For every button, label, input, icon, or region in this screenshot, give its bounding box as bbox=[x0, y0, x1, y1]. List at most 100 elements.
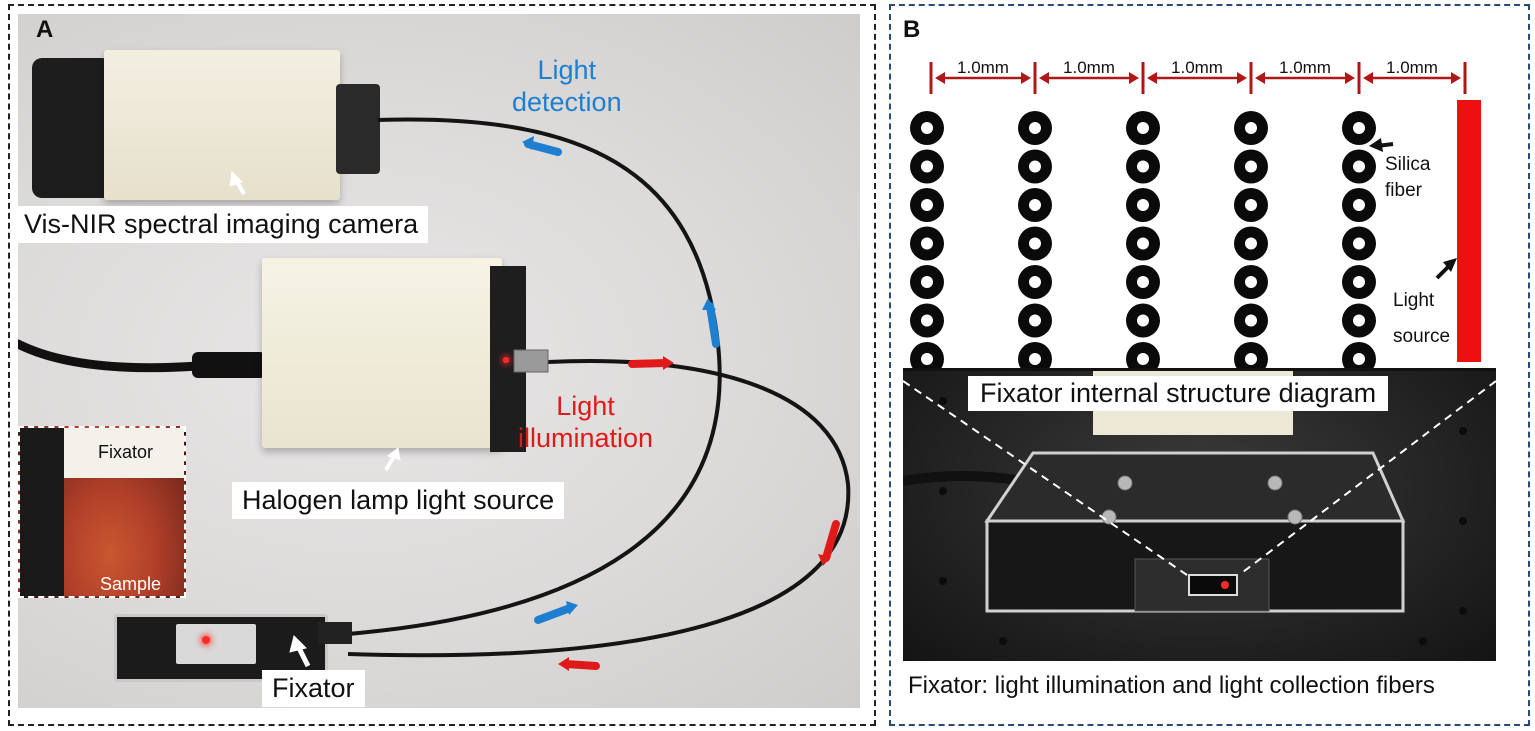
detection-arrows bbox=[522, 136, 720, 624]
dimension-arrowhead bbox=[1363, 72, 1373, 84]
fiber-core bbox=[1245, 237, 1257, 250]
dimension-label: 1.0mm bbox=[1171, 58, 1223, 77]
camera-body bbox=[104, 50, 340, 200]
fixator-window bbox=[176, 624, 256, 664]
fixator-photo-drawing bbox=[903, 371, 1496, 645]
panel-a-frame bbox=[8, 4, 876, 726]
fiber-core bbox=[1137, 122, 1149, 134]
fiber-core bbox=[1353, 276, 1365, 288]
illumination-arrows bbox=[558, 356, 840, 671]
fiber-core bbox=[1353, 353, 1365, 365]
fiber-core bbox=[1353, 160, 1365, 173]
lamp-body bbox=[262, 258, 502, 448]
camera-label: Vis-NIR spectral imaging camera bbox=[18, 206, 429, 243]
dimension-label-bg bbox=[1063, 62, 1115, 76]
light-illumination-label: Light illumination bbox=[518, 390, 653, 454]
dimension-label-bg bbox=[1171, 62, 1223, 76]
fiber-core bbox=[1245, 199, 1257, 211]
annotation-arrows bbox=[1369, 138, 1457, 280]
fiber-core bbox=[921, 160, 933, 173]
panel-b-letter: B bbox=[903, 16, 921, 43]
fiber-core bbox=[1137, 276, 1149, 288]
fiber-core bbox=[1137, 199, 1149, 211]
dimension-arrowhead bbox=[1237, 72, 1247, 84]
guide-lines bbox=[903, 380, 1496, 576]
fiber-core bbox=[1029, 353, 1041, 365]
panel-b-frame bbox=[889, 4, 1530, 726]
fixator-photo bbox=[903, 371, 1496, 661]
silica-label-line2: fiber bbox=[1385, 180, 1423, 201]
fiber-structure-diagram: 1.0mm 1.0mm 1.0mm 1.0mm 1.0mm Silica fiber L… bbox=[910, 58, 1481, 368]
camera-connector bbox=[336, 84, 380, 174]
dimension-arrowhead bbox=[1345, 72, 1355, 84]
dimension-markers: 1.0mm 1.0mm 1.0mm 1.0mm 1.0mm bbox=[929, 58, 1467, 94]
dimension-label: 1.0mm bbox=[1386, 58, 1438, 77]
dimension-arrowhead bbox=[1129, 72, 1139, 84]
fiber-core bbox=[1137, 353, 1149, 365]
fiber-core bbox=[1353, 122, 1365, 134]
fiber-columns bbox=[910, 111, 1376, 368]
pointer-arrows bbox=[229, 170, 401, 668]
fiber-core bbox=[1353, 237, 1365, 250]
light-detection-line2: detection bbox=[512, 87, 622, 117]
inset-sample-label: Sample bbox=[100, 574, 162, 594]
sample-inset: Fixator Sample bbox=[18, 426, 186, 598]
fiber-core bbox=[921, 314, 933, 327]
fixator-caption: Fixator: light illumination and light co… bbox=[908, 672, 1435, 699]
camera-lens bbox=[32, 58, 112, 198]
diagram-divider bbox=[903, 368, 1496, 371]
panel-a-letter: A bbox=[36, 16, 54, 43]
fiber-core bbox=[1029, 122, 1041, 134]
fiber-core bbox=[1137, 237, 1149, 250]
fiber-core bbox=[1245, 276, 1257, 288]
source-label-line1: Light bbox=[1393, 290, 1435, 311]
dimension-arrowhead bbox=[1147, 72, 1157, 84]
lamp-light-dot bbox=[503, 357, 509, 363]
dimension-arrowhead bbox=[1255, 72, 1265, 84]
dimension-arrowhead bbox=[1039, 72, 1049, 84]
fiber-cables bbox=[18, 117, 851, 671]
silica-label-line1: Silica bbox=[1385, 154, 1431, 175]
fiber-core bbox=[921, 237, 933, 250]
dimension-arrowhead bbox=[935, 72, 945, 84]
dimension-label-bg bbox=[1279, 62, 1331, 76]
fiber-core bbox=[921, 276, 933, 288]
inset-fixator-label: Fixator bbox=[98, 442, 154, 462]
dimension-label: 1.0mm bbox=[1279, 58, 1331, 77]
fiber-core bbox=[921, 353, 933, 365]
inset-fixator bbox=[64, 428, 184, 478]
fiber-core bbox=[1029, 199, 1041, 211]
dimension-label-bg bbox=[1386, 62, 1438, 76]
fixator-light-dot bbox=[202, 636, 210, 644]
fiber-core bbox=[1137, 314, 1149, 327]
fiber-core bbox=[921, 122, 933, 134]
fiber-core bbox=[1029, 160, 1041, 173]
setup-photo: Fixator Sample Vis-NIR spectral imaging … bbox=[18, 14, 860, 708]
dimension-label-bg bbox=[957, 62, 1009, 76]
dimension-arrowhead bbox=[1451, 72, 1461, 84]
light-detection-label: Light detection bbox=[512, 54, 622, 118]
light-detection-line1: Light bbox=[537, 55, 597, 85]
source-label-line2: source bbox=[1393, 326, 1450, 347]
fiber-core bbox=[1029, 314, 1041, 327]
fiber-core bbox=[1245, 160, 1257, 173]
dimension-arrowhead bbox=[1021, 72, 1031, 84]
light-illumination-line1: Light bbox=[556, 391, 615, 421]
fiber-core bbox=[1029, 237, 1041, 250]
dimension-label: 1.0mm bbox=[1063, 58, 1115, 77]
fiber-core bbox=[1245, 314, 1257, 327]
light-source-bar bbox=[1457, 100, 1481, 362]
fiber-core bbox=[1137, 160, 1149, 173]
lamp-label: Halogen lamp light source bbox=[232, 482, 565, 519]
power-plug bbox=[192, 352, 266, 378]
fiber-core bbox=[1245, 353, 1257, 365]
fiber-core bbox=[921, 199, 933, 211]
light-illumination-line2: illumination bbox=[518, 423, 654, 453]
fixator-structure-title: Fixator internal structure diagram bbox=[968, 376, 1389, 411]
fixator-label: Fixator bbox=[262, 670, 365, 707]
fiber-core bbox=[1353, 314, 1365, 327]
fiber-core bbox=[1245, 122, 1257, 134]
dimension-label: 1.0mm bbox=[957, 58, 1009, 77]
inset-background bbox=[20, 428, 64, 596]
fiber-core bbox=[1029, 276, 1041, 288]
